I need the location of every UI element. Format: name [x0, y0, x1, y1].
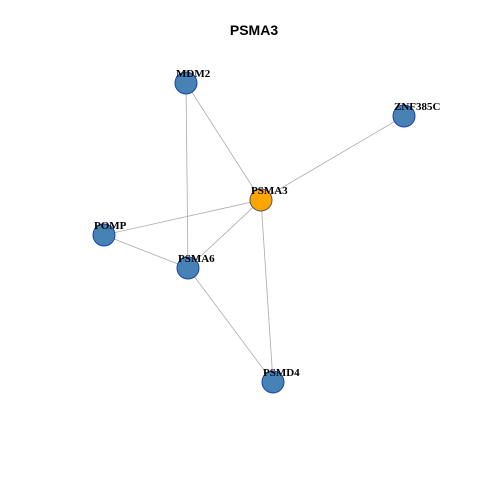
node-label-pomp: POMP	[94, 220, 127, 232]
node-label-znf385c: ZNF385C	[394, 101, 441, 113]
node-label-psmd4: PSMD4	[263, 367, 300, 379]
edge-psma3-psma6	[187, 199, 262, 269]
edge-pomp-psma6	[103, 234, 189, 269]
edge-psma3-pomp	[103, 199, 262, 236]
edge-mdm2-psma3	[185, 82, 262, 201]
edge-layer	[103, 82, 405, 383]
node-znf385c[interactable]	[392, 104, 416, 128]
node-label-mdm2: MDM2	[176, 68, 211, 80]
edge-znf385c-psma3	[260, 115, 405, 201]
node-psma3[interactable]	[249, 188, 273, 212]
node-psma6[interactable]	[176, 256, 200, 280]
node-label-psma6: PSMA6	[178, 253, 215, 265]
edge-psma6-psmd4	[187, 267, 274, 383]
graph-title: PSMA3	[230, 22, 278, 38]
node-pomp[interactable]	[92, 223, 116, 247]
edge-psma3-psmd4	[260, 199, 274, 383]
node-layer	[92, 71, 416, 394]
node-psmd4[interactable]	[261, 370, 285, 394]
node-label-psma3: PSMA3	[251, 185, 288, 197]
edge-mdm2-psma6	[185, 82, 189, 269]
node-mdm2[interactable]	[174, 71, 198, 95]
